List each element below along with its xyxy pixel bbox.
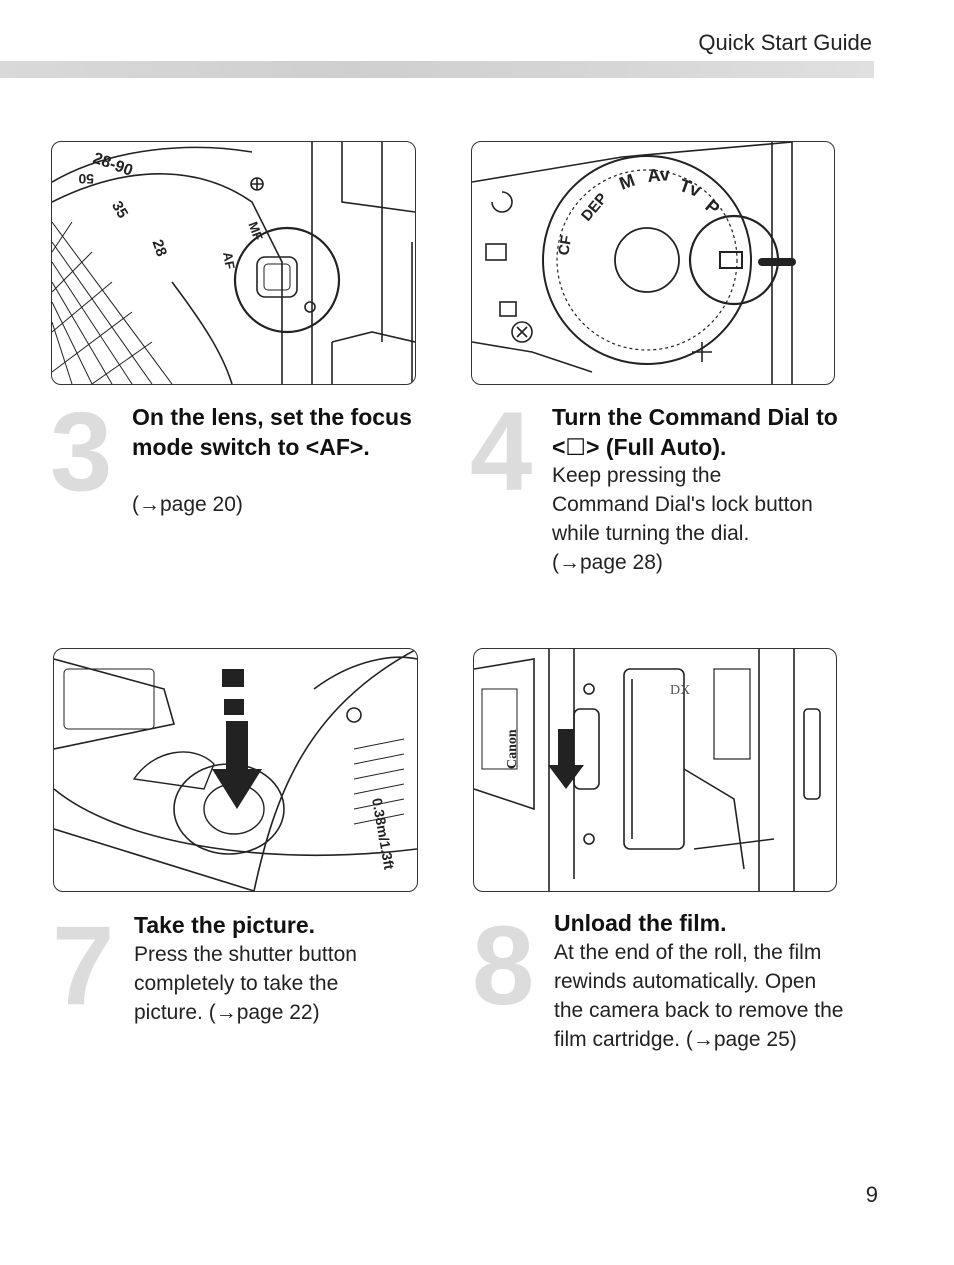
step-8-body: At the end of the roll, the film rewinds…: [554, 941, 844, 1051]
svg-text:CF: CF: [555, 234, 575, 257]
svg-text:Av: Av: [647, 164, 671, 186]
lens-focus-switch-illustration: 28-90 50 35 28 AF MF: [51, 141, 416, 385]
step-4-title: Turn the Command Dial to <☐> (Full Auto)…: [552, 404, 838, 460]
step-number-4: 4: [470, 389, 533, 514]
svg-text:50: 50: [78, 171, 94, 187]
shutter-button-illustration: 0.38m/1.3ft: [53, 648, 418, 892]
lens-distance-mark: 0.38m/1.3ft: [369, 797, 397, 871]
svg-text:MF: MF: [245, 220, 266, 243]
step-3-title: On the lens, set the focus mode switch t…: [132, 404, 412, 460]
svg-text:P: P: [701, 196, 723, 219]
step-number-8: 8: [472, 903, 535, 1028]
step-7-title: Take the picture.: [134, 912, 316, 938]
svg-text:M: M: [617, 170, 638, 194]
step-3-page-ref: (→page 20): [132, 493, 243, 516]
film-compartment-illustration: Canon DX: [473, 648, 837, 892]
svg-text:35: 35: [108, 198, 131, 221]
command-dial-illustration: M Av Tv P DEP CF: [471, 141, 835, 385]
step-number-7: 7: [52, 903, 115, 1028]
step-7-body: Press the shutter button completely to t…: [134, 943, 357, 1024]
step-number-3: 3: [50, 389, 113, 514]
svg-text:DEP: DEP: [578, 190, 611, 225]
svg-text:Tv: Tv: [677, 175, 704, 201]
header-bar: [0, 61, 874, 78]
svg-text:28: 28: [148, 237, 170, 258]
step-4-body: Keep pressing the Command Dial's lock bu…: [552, 464, 813, 574]
page-number: 9: [865, 1182, 878, 1207]
step-8-title: Unload the film.: [554, 910, 727, 936]
running-header: Quick Start Guide: [698, 30, 872, 55]
svg-text:AF: AF: [220, 251, 238, 271]
canon-brand-mark: Canon: [505, 729, 520, 769]
dx-mark: DX: [670, 683, 690, 698]
